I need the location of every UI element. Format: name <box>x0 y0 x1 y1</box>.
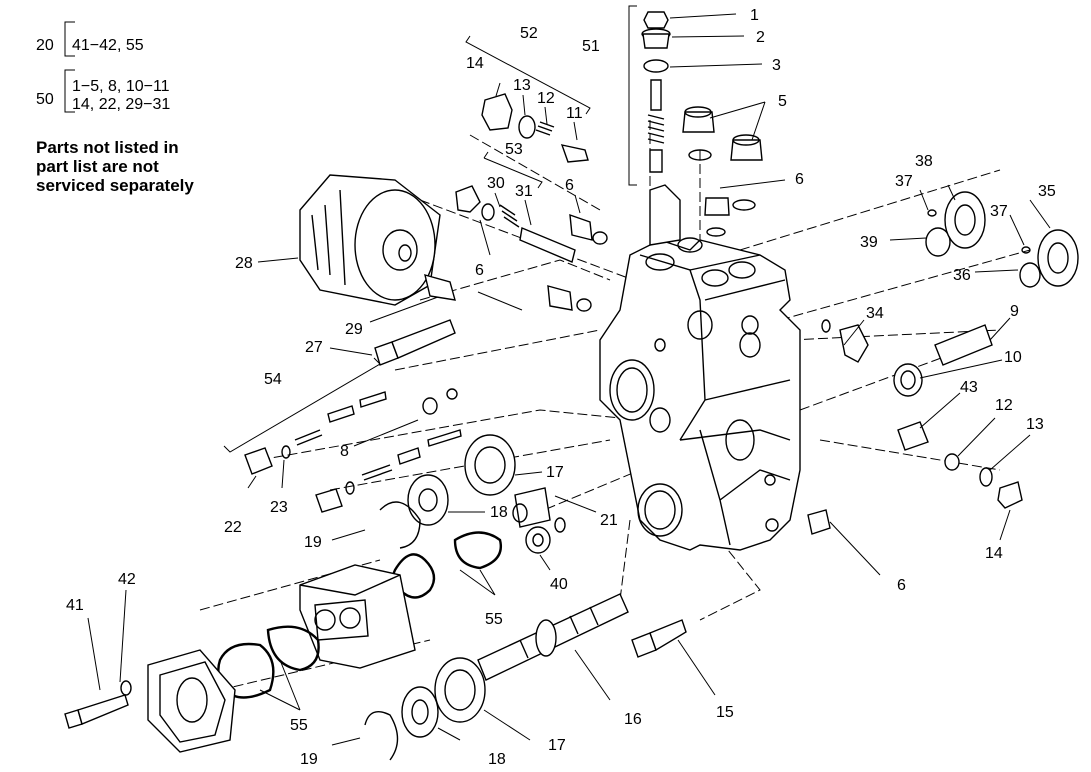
callout-3: 3 <box>772 57 781 74</box>
bolt-27 <box>374 319 456 366</box>
callout-5: 5 <box>778 93 787 110</box>
callout-21: 21 <box>600 512 618 529</box>
bracket-53 <box>483 151 543 189</box>
oil-filter <box>299 174 456 306</box>
callout-43: 43 <box>960 379 978 396</box>
note-line-3: serviced separately <box>36 176 194 195</box>
callout-55-lower: 55 <box>290 717 308 734</box>
callout-18-upper: 18 <box>490 504 508 521</box>
callout-6-top: 6 <box>795 171 804 188</box>
callout-12-top: 12 <box>537 90 555 107</box>
callout-28: 28 <box>235 255 253 272</box>
bracket-52 <box>465 35 591 115</box>
callout-18-lower: 18 <box>488 751 506 768</box>
note-line-2: part list are not <box>36 157 159 176</box>
callout-6-right: 6 <box>897 577 906 594</box>
legend-group-a-items: 41−42, 55 <box>72 37 144 54</box>
callout-29: 29 <box>345 321 363 338</box>
callout-30: 30 <box>487 175 505 192</box>
callout-51: 51 <box>582 38 600 55</box>
callout-2: 2 <box>756 29 765 46</box>
callout-16: 16 <box>624 711 642 728</box>
callout-54: 54 <box>264 371 282 388</box>
callout-37-right: 37 <box>990 203 1008 220</box>
callout-6-middle: 6 <box>565 177 574 194</box>
spool-assembly-53 <box>455 185 608 312</box>
check-valve-assembly-52 <box>481 93 589 163</box>
callout-13-right: 13 <box>1026 416 1044 433</box>
callout-1: 1 <box>750 7 759 24</box>
callout-9: 9 <box>1010 303 1019 320</box>
callout-40: 40 <box>550 576 568 593</box>
callout-22: 22 <box>224 519 242 536</box>
bracket-51 <box>628 5 637 186</box>
callout-19-upper: 19 <box>304 534 322 551</box>
plug-row-8 <box>315 429 462 513</box>
callout-37-left: 37 <box>895 173 913 190</box>
callout-14-right: 14 <box>985 545 1003 562</box>
orings-55-lower <box>217 625 320 699</box>
callout-27: 27 <box>305 339 323 356</box>
legend: 20 41−42, 55 50 1−5, 8, 10−11 14, 22, 29… <box>36 21 194 195</box>
callout-11: 11 <box>566 105 583 122</box>
relief-valve-assembly <box>641 11 671 173</box>
legend-group-a-number: 20 <box>36 37 54 54</box>
legend-group-a-bracket <box>64 21 75 57</box>
lower-bearing-group <box>364 657 486 761</box>
callout-23: 23 <box>270 499 288 516</box>
note-line-1: Parts not listed in <box>36 138 179 157</box>
callout-17-lower: 17 <box>548 737 566 754</box>
callout-6-left: 6 <box>475 262 484 279</box>
plugs-5 <box>682 106 763 237</box>
bolt-15 <box>631 619 687 658</box>
callout-41: 41 <box>66 597 84 614</box>
callout-13-top: 13 <box>513 77 531 94</box>
callout-31: 31 <box>515 183 533 200</box>
bracket-54 <box>223 357 381 453</box>
callout-19-lower: 19 <box>300 751 318 768</box>
callout-52: 52 <box>520 25 538 42</box>
right-side-parts <box>807 191 1079 535</box>
callout-12-right: 12 <box>995 397 1013 414</box>
group-brackets <box>223 5 637 453</box>
end-cover <box>147 649 236 753</box>
legend-group-b-number: 50 <box>36 91 54 108</box>
callout-39: 39 <box>860 234 878 251</box>
legend-group-b-bracket <box>64 69 75 113</box>
callout-38: 38 <box>915 153 933 170</box>
callout-8: 8 <box>340 443 349 460</box>
bolt-41 <box>64 680 132 729</box>
callout-14-top: 14 <box>466 55 484 72</box>
upper-bearing-group <box>379 434 566 554</box>
drive-shaft <box>477 593 629 681</box>
relief-assembly-54 <box>244 388 458 475</box>
callout-36: 36 <box>953 267 971 284</box>
callout-55-upper: 55 <box>485 611 503 628</box>
legend-group-b-line2: 14, 22, 29−31 <box>72 96 170 113</box>
callout-53: 53 <box>505 141 523 158</box>
callout-35: 35 <box>1038 183 1056 200</box>
callout-34: 34 <box>866 305 884 322</box>
leader-lines <box>87 13 1051 746</box>
callout-42: 42 <box>118 571 136 588</box>
callout-15: 15 <box>716 704 734 721</box>
callout-17-upper: 17 <box>546 464 564 481</box>
callout-10: 10 <box>1004 349 1022 366</box>
callout-labels: 1 2 3 5 6 6 6 6 8 9 10 11 12 12 13 13 14… <box>66 7 1056 768</box>
legend-group-b-line1: 1−5, 8, 10−11 <box>72 78 170 95</box>
valve-body <box>599 184 801 551</box>
gear-pump-housing <box>299 564 416 669</box>
